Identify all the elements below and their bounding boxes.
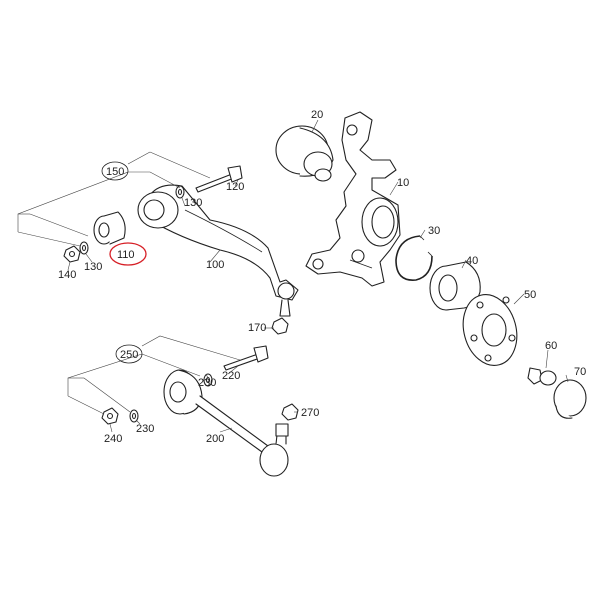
label-10: 10 [397, 177, 409, 189]
part-40-wheel-bearing [429, 261, 481, 311]
part-50-wheel-hub [462, 294, 518, 366]
label-20: 20 [311, 109, 323, 121]
label-50: 50 [524, 289, 536, 301]
part-30-snap-ring [395, 235, 433, 281]
group-150-bracket [17, 151, 211, 247]
part-130-washer-lower [79, 241, 89, 255]
label-230-lower: 230 [136, 423, 154, 435]
part-70-dust-cap [553, 379, 587, 419]
label-270: 270 [301, 407, 319, 419]
label-240: 240 [104, 433, 122, 445]
label-150: 150 [106, 166, 124, 178]
part-270-nut [281, 403, 299, 421]
label-170: 170 [248, 322, 266, 334]
part-220-bolt [223, 345, 269, 371]
part-20-hub-cap [275, 125, 334, 182]
part-240-nut [101, 407, 119, 425]
group-250-bracket [67, 335, 241, 415]
highlight-circle-110 [109, 242, 147, 266]
label-140: 140 [58, 269, 76, 281]
label-250: 250 [120, 349, 138, 361]
label-60: 60 [545, 340, 557, 352]
label-130-lower: 130 [84, 261, 102, 273]
label-40: 40 [466, 255, 478, 267]
callout-labels: 20 10 30 40 50 60 70 100 110 120 130 130… [58, 109, 586, 445]
part-130-washer-upper [175, 185, 185, 199]
label-230-upper: 230 [198, 377, 216, 389]
part-110-bushing [93, 211, 126, 245]
part-120-bolt [195, 165, 243, 193]
part-140-nut [63, 245, 81, 263]
label-120: 120 [226, 181, 244, 193]
circle-250 [115, 344, 143, 364]
label-130-upper: 130 [184, 197, 202, 209]
part-200-lower-arm [163, 369, 289, 477]
part-60-hub-bolt [527, 367, 557, 386]
label-110: 110 [117, 249, 135, 261]
label-200: 200 [206, 433, 224, 445]
label-100: 100 [206, 259, 224, 271]
label-70: 70 [574, 366, 586, 378]
part-10-steering-knuckle [305, 111, 401, 287]
leader-lines [67, 119, 569, 433]
circle-150 [101, 161, 129, 181]
part-230-washer-upper [203, 373, 213, 387]
label-30: 30 [428, 225, 440, 237]
part-100-control-arm [137, 184, 299, 317]
label-220: 220 [222, 370, 240, 382]
part-230-washer-lower [129, 409, 139, 423]
label-circles [101, 161, 147, 364]
part-170-nut [271, 317, 289, 335]
